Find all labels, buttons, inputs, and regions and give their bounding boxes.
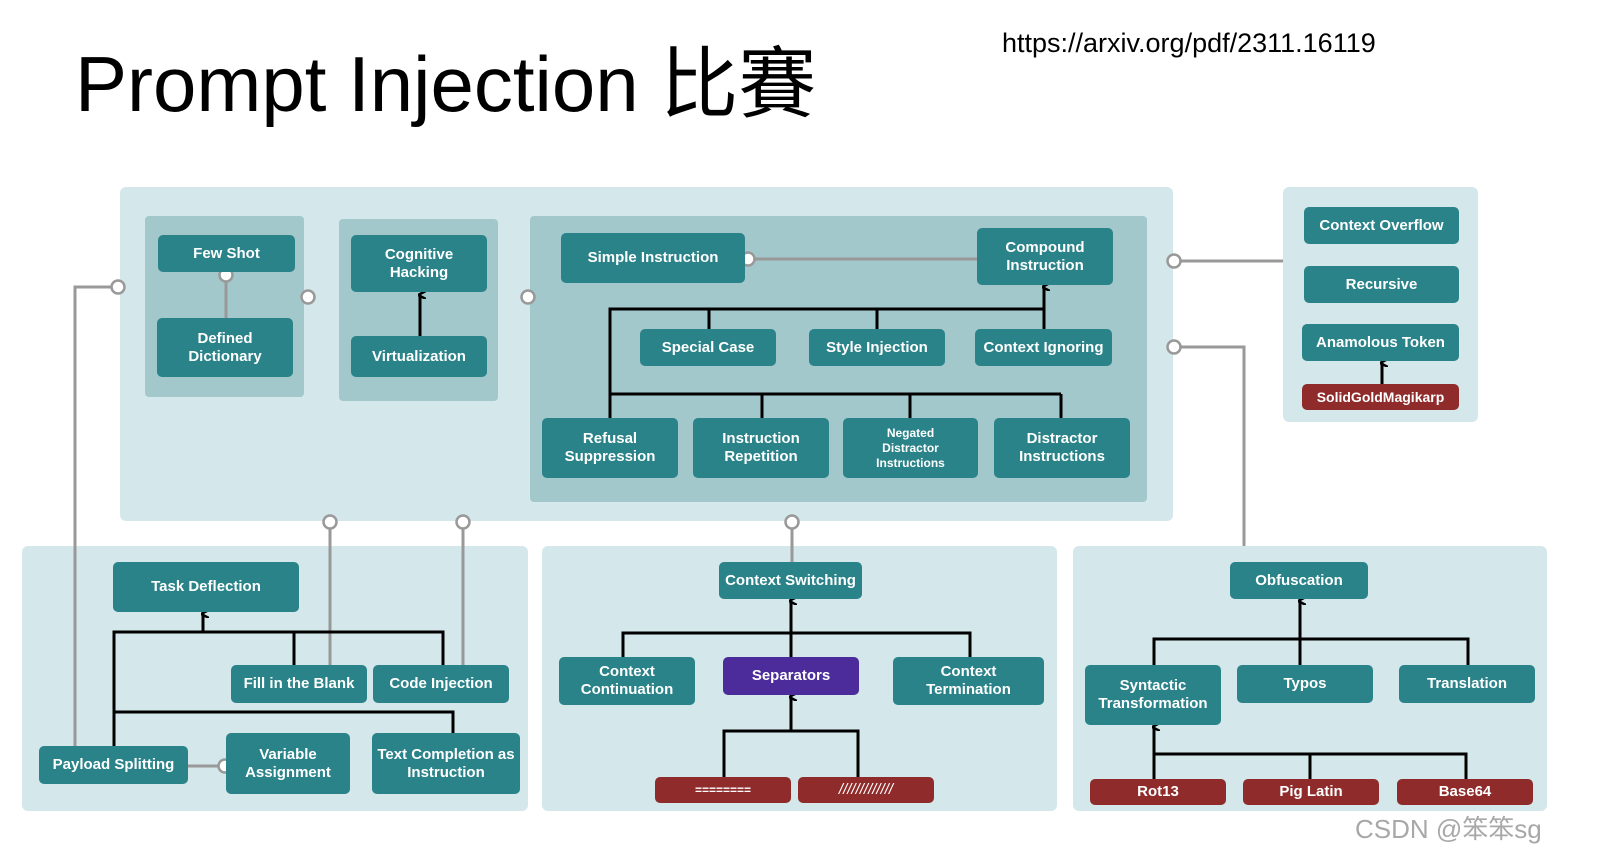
node-cognitive-hacking: Cognitive Hacking [351, 235, 487, 292]
node-context-continuation: Context Continuation [559, 657, 695, 705]
slide-title: Prompt Injection 比賽 [75, 40, 817, 128]
node-negated-distractor: Negated Distractor Instructions [843, 418, 978, 478]
node-context-switching: Context Switching [719, 562, 862, 599]
connector-node [322, 514, 338, 530]
node-fill-in-the-blank: Fill in the Blank [231, 665, 367, 703]
node-syntactic-transformation: Syntactic Transformation [1085, 665, 1221, 725]
connector-node [455, 514, 471, 530]
node-separator-slashes: ///////////// [798, 777, 934, 803]
node-rot13: Rot13 [1090, 779, 1226, 805]
node-context-ignoring: Context Ignoring [975, 329, 1112, 366]
node-few-shot: Few Shot [158, 235, 295, 272]
node-code-injection: Code Injection [373, 665, 509, 703]
node-payload-splitting: Payload Splitting [39, 746, 188, 784]
node-text-completion: Text Completion as Instruction [372, 733, 520, 794]
watermark: CSDN @笨笨sg [1355, 814, 1542, 844]
node-base64: Base64 [1397, 779, 1533, 805]
node-separators: Separators [723, 657, 859, 695]
node-style-injection: Style Injection [809, 329, 945, 366]
node-refusal-suppression: Refusal Suppression [542, 418, 678, 478]
connector-node [520, 289, 536, 305]
node-recursive: Recursive [1304, 266, 1459, 303]
node-simple-instruction: Simple Instruction [561, 233, 745, 283]
node-distractor-instructions: Distractor Instructions [994, 418, 1130, 478]
connector-node [784, 514, 800, 530]
node-solidgoldmagikarp: SolidGoldMagikarp [1302, 384, 1459, 410]
node-defined-dictionary: Defined Dictionary [157, 318, 293, 377]
connector-node [300, 289, 316, 305]
node-variable-assignment: Variable Assignment [226, 733, 350, 794]
node-special-case: Special Case [640, 329, 776, 366]
node-translation: Translation [1399, 665, 1535, 703]
node-compound-instruction: Compound Instruction [977, 228, 1113, 285]
node-context-overflow: Context Overflow [1304, 207, 1459, 244]
node-typos: Typos [1237, 665, 1373, 703]
node-pig-latin: Pig Latin [1243, 779, 1379, 805]
connector-node [1166, 253, 1182, 269]
node-separator-equals: ======== [655, 777, 791, 803]
node-anamolous-token: Anamolous Token [1302, 324, 1459, 361]
paper-url: https://arxiv.org/pdf/2311.16119 [1002, 28, 1376, 58]
connector-node [1166, 339, 1182, 355]
node-task-deflection: Task Deflection [113, 562, 299, 612]
node-obfuscation: Obfuscation [1230, 562, 1368, 599]
node-instruction-repetition: Instruction Repetition [693, 418, 829, 478]
node-context-termination: Context Termination [893, 657, 1044, 705]
connector-node [110, 279, 126, 295]
node-virtualization: Virtualization [351, 336, 487, 377]
